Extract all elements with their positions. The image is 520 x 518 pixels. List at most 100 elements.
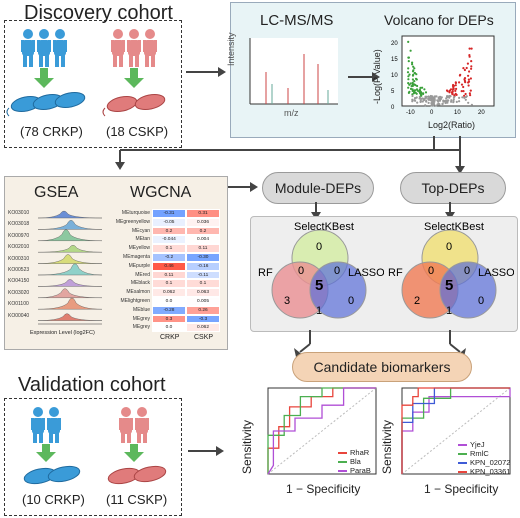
roc-legend-item: YjeJ [458, 440, 510, 449]
volcano-title: Volcano for DEPs [384, 12, 494, 28]
svg-text:1: 1 [446, 305, 452, 317]
volcano-point [450, 100, 453, 103]
gsea-term: KO03020 [8, 289, 30, 296]
volcano-point [459, 73, 462, 76]
volcano-point [407, 75, 410, 78]
volcano-point [423, 88, 426, 91]
wgcna-module-label: MEturquoise [121, 210, 150, 216]
volcano-point [411, 61, 414, 64]
roc-legend-item: KPN_03361 [458, 467, 510, 476]
arrow-to-roc [188, 446, 224, 456]
wgcna-cell-cskp: -0.3 [186, 314, 220, 324]
volcano-point [411, 83, 414, 86]
volcano-point [448, 91, 451, 94]
wgcna-module-label: MElightgreen [120, 297, 150, 304]
gsea-ridge [37, 313, 103, 321]
gsea-ridge [37, 263, 103, 276]
wgcna-module-label: MEpurple [128, 262, 150, 269]
roc-legend-swatch [338, 461, 347, 464]
svg-text:0: 0 [478, 295, 484, 307]
volcano-point [415, 92, 418, 95]
volcano-point [407, 82, 410, 85]
volcano-point [470, 67, 473, 70]
gsea-term: KO00523 [8, 266, 30, 273]
top-deps-venn: SelectKBest RF LASSO 0 0 0 5 2 0 1 [388, 221, 514, 319]
svg-text:5: 5 [445, 277, 453, 294]
wgcna-heat-row: 0.11-0.11 [152, 270, 222, 280]
volcano-point [421, 100, 424, 103]
volcano-point [427, 95, 430, 98]
lcms-title: LC-MS/MS [260, 12, 334, 29]
discovery-cohort-box [4, 20, 182, 148]
volcano-point [424, 104, 427, 107]
volcano-point [418, 88, 421, 91]
svg-text:0: 0 [298, 265, 304, 277]
gsea-xlabel: Expression Level (log2FC) [30, 330, 95, 336]
volcano-point [458, 96, 461, 99]
volcano-point [438, 96, 441, 99]
volcano-point [415, 88, 419, 91]
volcano-point [406, 71, 410, 74]
volcano-point [468, 70, 471, 73]
roc-curve-YjeJ [401, 388, 511, 474]
volcano-point [424, 91, 428, 94]
wgcna-module-label: MEred [135, 271, 150, 278]
volcano-point [461, 96, 464, 99]
volcano-point [467, 80, 471, 83]
volcano-point [411, 100, 414, 103]
volcano-point [454, 81, 457, 85]
volcano-point [466, 62, 469, 65]
roc-legend-label: YjeJ [470, 440, 485, 449]
svg-text:0: 0 [348, 295, 354, 307]
val-cskp-people-icon [119, 407, 149, 443]
gsea-term: KO00970 [8, 232, 30, 239]
roc-legend-swatch [338, 470, 347, 473]
roc-legend-swatch [338, 452, 347, 455]
volcano-point [425, 100, 428, 103]
volcano-point [464, 92, 467, 96]
volcano-point [470, 103, 473, 106]
volcano-point [467, 74, 470, 77]
volcano-point [441, 102, 444, 105]
wgcna-cell-cskp: 0.036 [186, 217, 220, 227]
volcano-point [411, 81, 414, 84]
roc-legend-item: ParaB [338, 466, 371, 475]
volcano-point [467, 84, 470, 87]
volcano-point [433, 95, 437, 98]
volcano-point [427, 101, 430, 104]
volcano-point [452, 96, 456, 99]
validation-cohort-title: Validation cohort [18, 374, 166, 396]
volcano-xtick: 0 [430, 110, 434, 116]
volcano-ytick: 10 [391, 73, 398, 79]
volcano-point [468, 55, 471, 58]
discovery-illustration [6, 29, 166, 117]
volcano-point [413, 80, 416, 83]
arrow-to-proteomics [186, 67, 226, 77]
mass-spectrum [249, 38, 338, 105]
volcano-point [410, 85, 413, 88]
roc-legend-label: KPN_03361 [470, 467, 511, 476]
gsea-title: GSEA [34, 184, 79, 201]
validation-crkp-label: (10 CRKP) [22, 492, 85, 507]
wgcna-col-cskp: CSKP [194, 334, 214, 341]
volcano-point [420, 94, 423, 97]
volcano-point [412, 73, 415, 76]
gsea-term: KO00040 [8, 312, 30, 319]
wgcna-cell-crkp: 0.1 [152, 279, 186, 289]
volcano-point [464, 81, 467, 84]
volcano-point [412, 69, 415, 72]
volcano-point [455, 100, 458, 103]
wgcna-cell-cskp: 0.11 [186, 244, 220, 253]
mz-label: m/z [284, 108, 299, 118]
volcano-point [419, 100, 422, 103]
volcano-point [407, 86, 410, 89]
wgcna-cell-crkp: -0.31 [152, 209, 186, 218]
connector-proteomics-down [115, 136, 465, 174]
volcano-xlabel: Log2(Ratio) [428, 120, 476, 130]
roc-legend-item: RmlC [458, 449, 510, 458]
